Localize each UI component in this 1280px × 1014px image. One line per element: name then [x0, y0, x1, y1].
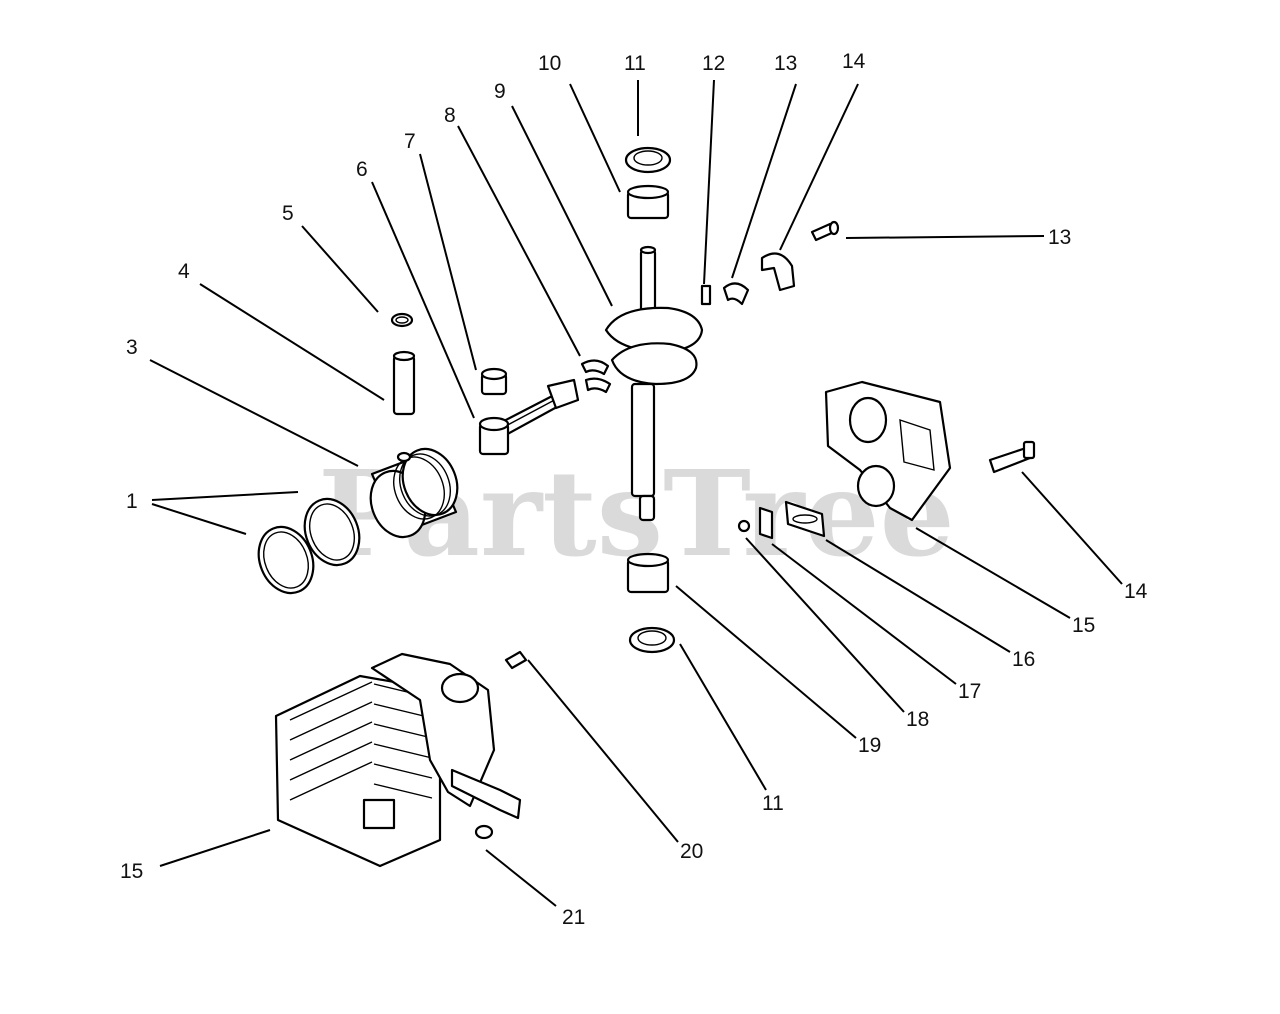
callout-14-right: 14 [1124, 580, 1148, 603]
callout-labels: 1 3 4 5 6 7 8 9 10 11 12 13 14 13 14 15 … [120, 50, 1148, 929]
top-oil-seal [624, 146, 672, 174]
rod-bushing [480, 367, 508, 396]
piston [369, 447, 459, 539]
piston-rings [257, 497, 361, 595]
breather-screw [737, 519, 751, 533]
callout-21: 21 [562, 906, 585, 929]
callout-13-top: 13 [774, 52, 797, 75]
breather-gasket [784, 500, 826, 538]
callout-8: 8 [444, 104, 456, 127]
callout-7: 7 [404, 130, 416, 153]
callout-6: 6 [356, 158, 368, 181]
dipper [722, 282, 750, 306]
callout-4: 4 [178, 260, 190, 283]
callout-20: 20 [680, 840, 703, 863]
dowel-pin [504, 650, 528, 670]
crankshaft [604, 245, 704, 522]
cylinder-block [274, 652, 522, 868]
breather-plate [758, 506, 774, 540]
callout-5: 5 [282, 202, 294, 225]
callout-11-bottom: 11 [762, 792, 784, 815]
rod-cap [580, 359, 612, 394]
connecting-rod [478, 378, 580, 456]
retaining-ring [390, 312, 414, 328]
cap-screw [810, 220, 840, 242]
crankcase-half [824, 380, 952, 522]
callout-16: 16 [1012, 648, 1035, 671]
top-bearing [626, 184, 670, 220]
oil-plug [474, 824, 494, 840]
callout-18: 18 [906, 708, 929, 731]
callout-3: 3 [126, 336, 138, 359]
callout-1: 1 [126, 490, 138, 513]
callout-12: 12 [702, 52, 725, 75]
crankcase-bolt [988, 440, 1036, 474]
callout-13-right: 13 [1048, 226, 1071, 249]
bottom-bearing [626, 552, 670, 594]
crank-key [700, 284, 712, 306]
callout-15-right: 15 [1072, 614, 1095, 637]
callout-10: 10 [538, 52, 561, 75]
bearing-cap [760, 252, 796, 292]
callout-17: 17 [958, 680, 981, 703]
callout-14-top: 14 [842, 50, 866, 73]
callout-15-left: 15 [120, 860, 143, 883]
leader-lines [149, 79, 1123, 907]
callout-9: 9 [494, 80, 506, 103]
piston-pin [392, 350, 416, 416]
callout-19: 19 [858, 734, 881, 757]
bottom-oil-seal [628, 626, 676, 654]
callout-11-top: 11 [624, 52, 646, 75]
